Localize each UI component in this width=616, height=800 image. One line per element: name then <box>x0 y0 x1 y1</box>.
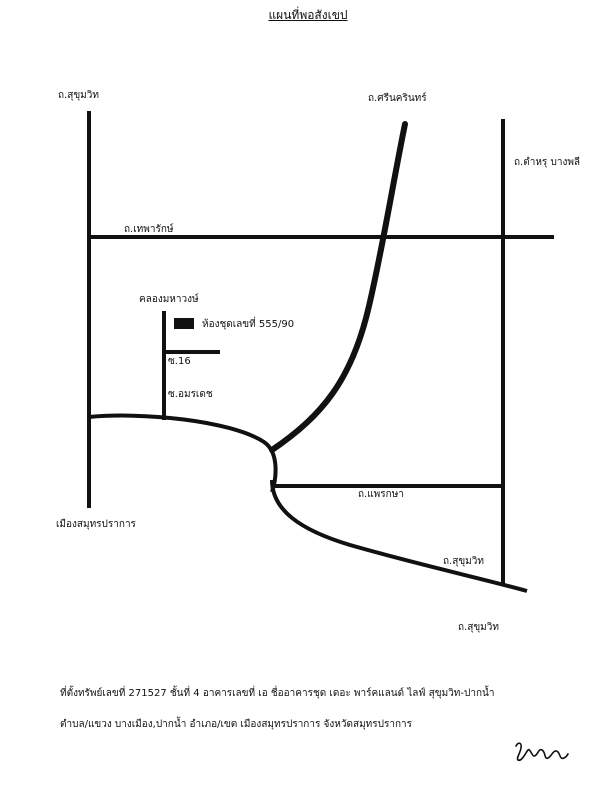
label-mueang-samut-prakan: เมืองสมุทรปราการ <box>56 519 136 530</box>
label-property: ห้องชุดเลขที่ 555/90 <box>202 319 295 330</box>
address-line-1: ที่ตั้งทรัพย์เลขที่ 271527 ชั้นที่ 4 อาค… <box>60 688 495 699</box>
label-praeksa: ถ.แพรกษา <box>358 489 404 500</box>
label-tamru-bangphli: ถ.ตำหรุ บางพลี <box>514 157 581 168</box>
label-thepharak: ถ.เทพารักษ์ <box>124 224 174 235</box>
label-soi-16: ซ.16 <box>168 356 191 367</box>
label-srinakarin: ถ.ศรีนครินทร์ <box>368 93 427 104</box>
road-srinakarin <box>269 121 408 453</box>
label-soi-amarathet: ซ.อมรเดช <box>168 389 213 400</box>
road-mueang-samut-prakan <box>88 413 278 493</box>
label-sukhumvit-bottom: ถ.สุขุมวิท <box>458 622 499 633</box>
address-line-2: ตำบล/แขวง บางเมือง,ปากน้ำ อำเภอ/เขต เมือ… <box>60 719 413 730</box>
label-sukhumvit-top: ถ.สุขุมวิท <box>58 90 99 101</box>
road-sukhumvit-lower <box>270 479 528 593</box>
signature <box>515 742 569 762</box>
page-title: แผนที่พอสังเขป <box>268 8 348 22</box>
label-khlong-mahawong: คลองมหาวงษ์ <box>139 294 199 305</box>
label-sukhumvit-lower: ถ.สุขุมวิท <box>443 556 484 567</box>
property-marker-icon <box>174 318 194 329</box>
